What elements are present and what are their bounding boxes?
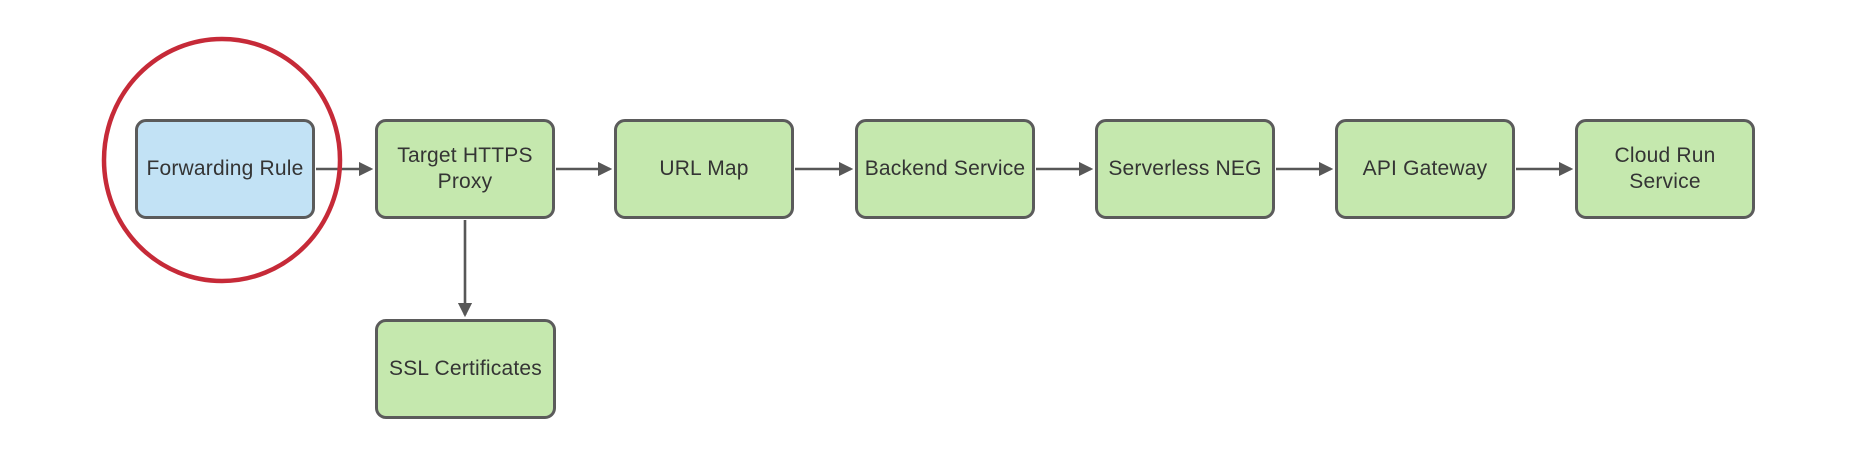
node-ssl-certificates: SSL Certificates — [375, 319, 556, 419]
node-cloud-run-service: Cloud Run Service — [1575, 119, 1755, 219]
node-label-target-https-proxy: Target HTTPS Proxy — [397, 144, 533, 193]
node-target-https-proxy: Target HTTPS Proxy — [375, 119, 555, 219]
node-serverless-neg: Serverless NEG — [1095, 119, 1275, 219]
annotation-group — [101, 36, 343, 284]
node-label-serverless-neg: Serverless NEG — [1108, 157, 1262, 181]
node-label-backend-service: Backend Service — [864, 157, 1026, 181]
node-label-api-gateway: API Gateway — [1362, 157, 1488, 181]
node-label-ssl-certificates: SSL Certificates — [389, 357, 542, 381]
highlight-ellipse — [101, 36, 343, 284]
node-url-map: URL Map — [614, 119, 794, 219]
node-api-gateway: API Gateway — [1335, 119, 1515, 219]
node-forwarding-rule: Forwarding Rule — [135, 119, 315, 219]
edge-group — [316, 161, 1574, 318]
node-label-forwarding-rule: Forwarding Rule — [146, 157, 304, 181]
node-label-url-map: URL Map — [659, 157, 749, 181]
node-backend-service: Backend Service — [855, 119, 1035, 219]
node-label-cloud-run-service: Cloud Run Service — [1614, 144, 1716, 193]
